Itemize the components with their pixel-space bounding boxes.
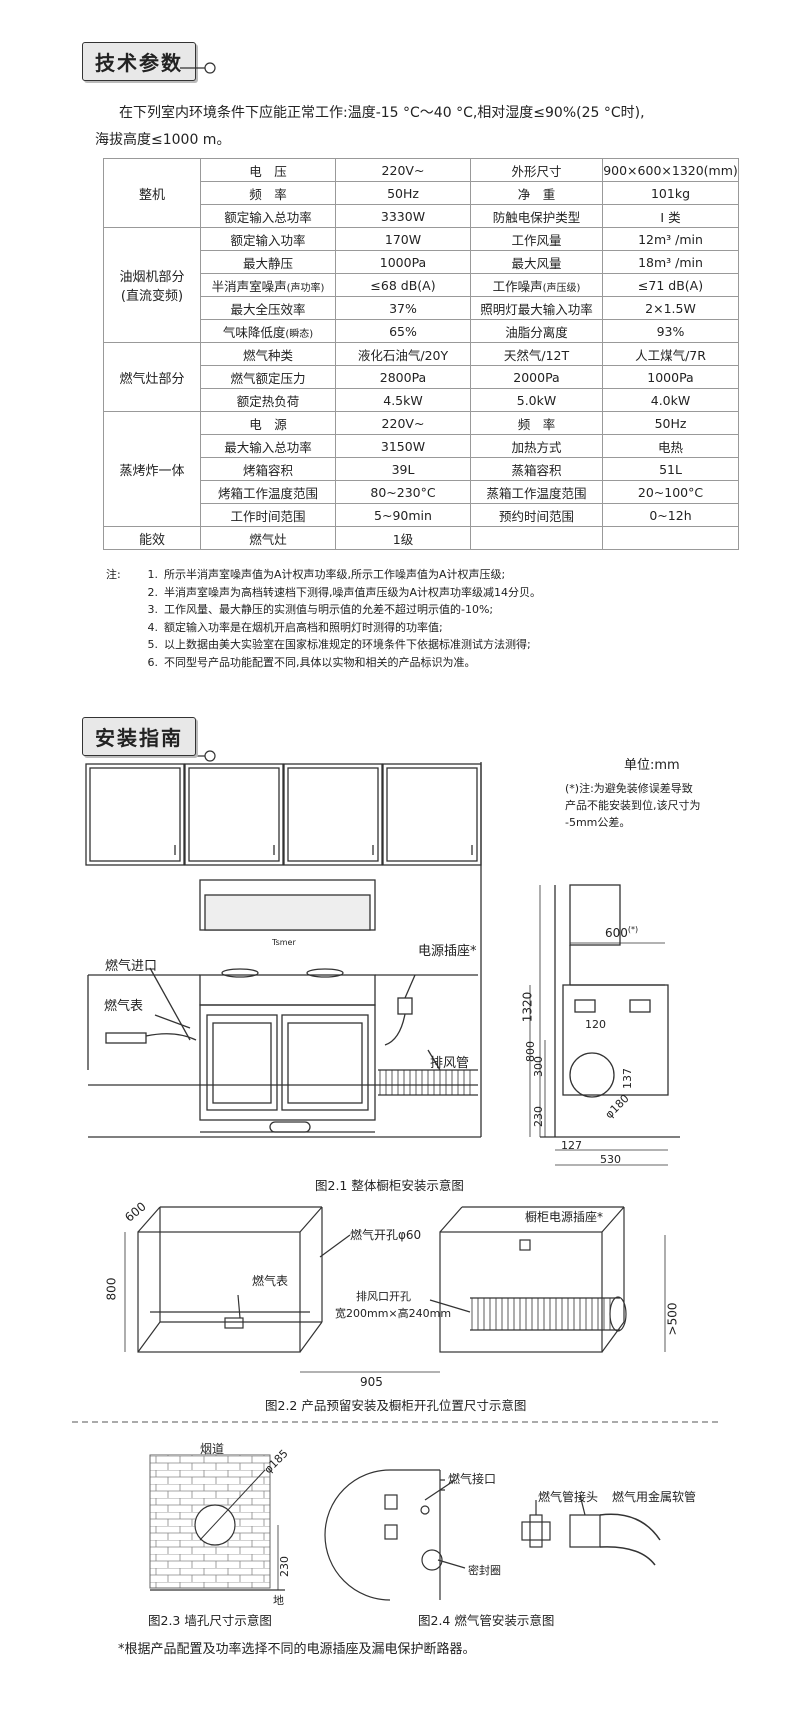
- label-gas-inlet: 燃气进口: [105, 959, 158, 974]
- section-title-install: 安装指南: [82, 717, 196, 756]
- caption-fig-2-1: 图2.1 整体橱柜安装示意图: [315, 1178, 464, 1193]
- group-label: 整机: [103, 158, 201, 228]
- caption-fig-2-3: 图2.3 墙孔尺寸示意图: [148, 1613, 272, 1628]
- label-power-socket: 电源插座*: [418, 944, 477, 959]
- group-label: 燃气灶部分: [103, 342, 201, 412]
- intro-text: 在下列室内环境条件下应能正常工作:温度-15 °C～40 °C,相对湿度≤90%…: [95, 105, 645, 148]
- label-exhaust-pipe: 排风管: [430, 1056, 470, 1071]
- caption-fig-2-4: 图2.4 燃气管安装示意图: [418, 1613, 555, 1628]
- brand-logo: Tsmer: [272, 938, 296, 947]
- caption-fig-2-2: 图2.2 产品预留安装及橱柜开孔位置尺寸示意图: [265, 1398, 527, 1413]
- table-row: 半消声室噪声(声功率) ≤68 dB(A) 工作噪声(声压级) ≤71 dB(A…: [104, 273, 739, 297]
- unit-label: 单位:mm: [624, 758, 680, 773]
- section-title-tech: 技术参数: [82, 42, 196, 81]
- notes: 注:1.所示半消声室噪声值为A计权声功率级,所示工作噪声值为A计权声压级; 2.…: [106, 568, 542, 669]
- group-label: 能效: [103, 526, 201, 550]
- footer-note: *根据产品配置及功率选择不同的电源插座及漏电保护断路器。: [118, 1642, 476, 1657]
- label-gas-meter: 燃气表: [104, 999, 144, 1014]
- group-label: 油烟机部分 (直流变频): [103, 227, 201, 343]
- group-label: 蒸烤炸一体: [103, 411, 201, 527]
